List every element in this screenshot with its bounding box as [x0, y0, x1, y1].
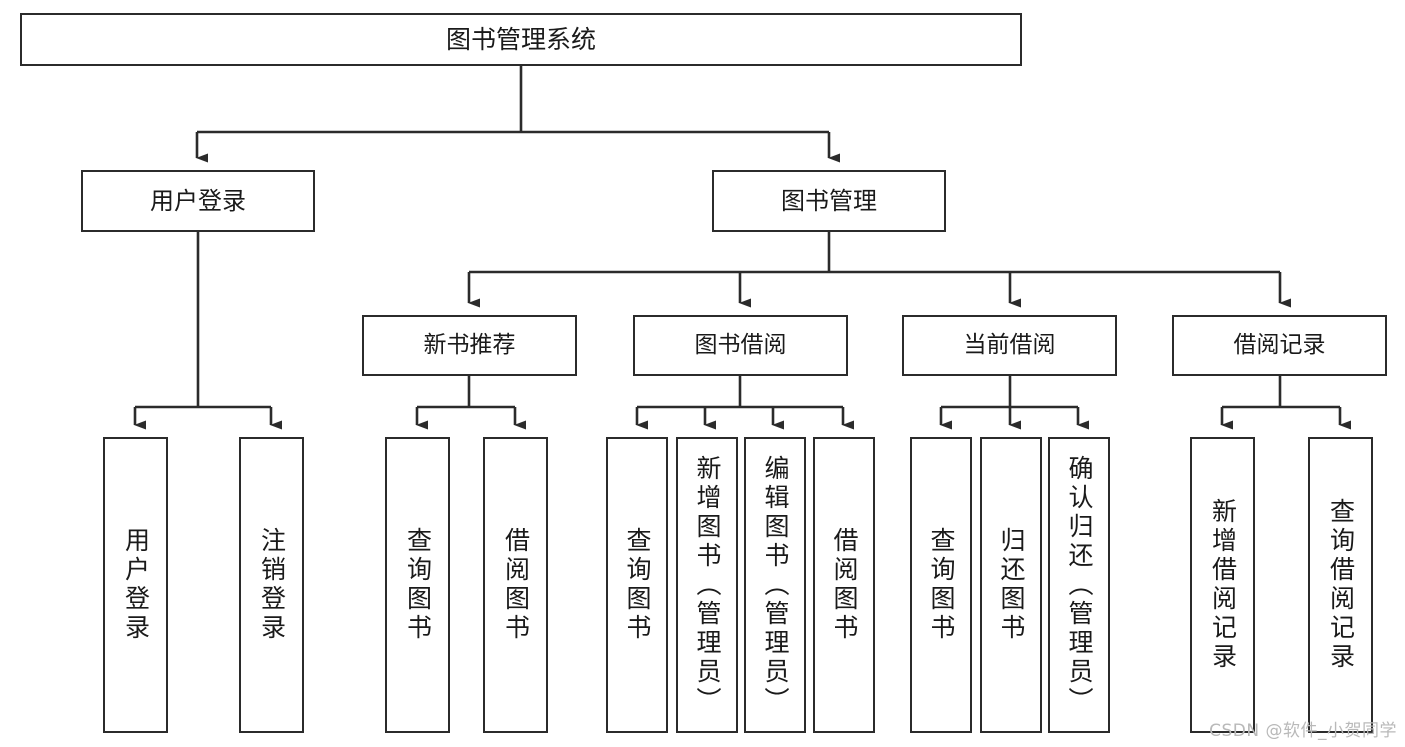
node-label: 图书管理系统 [445, 24, 596, 54]
leaf-borrow-borrow-book[interactable]: 借阅图书 [813, 437, 875, 733]
node-current-borrow[interactable]: 当前借阅 [902, 315, 1117, 376]
node-label: 图书管理 [781, 186, 877, 215]
node-label: 用户登录 [150, 186, 246, 215]
node-label: 当前借阅 [963, 331, 1056, 358]
node-new-book-recommend[interactable]: 新书推荐 [362, 315, 577, 376]
leaf-recommend-borrow-book[interactable]: 借阅图书 [483, 437, 548, 733]
node-label: 借阅记录 [1233, 331, 1326, 358]
node-book-borrow[interactable]: 图书借阅 [633, 315, 848, 376]
node-label: 查询图书 [927, 527, 956, 643]
leaf-user-login-login[interactable]: 用户登录 [103, 437, 168, 733]
leaf-user-login-logout[interactable]: 注销登录 [239, 437, 304, 733]
node-label: 借阅图书 [501, 527, 531, 643]
node-label: 查询图书 [623, 527, 652, 643]
leaf-record-add-record[interactable]: 新增借阅记录 [1190, 437, 1255, 733]
node-root-book-management-system[interactable]: 图书管理系统 [20, 13, 1022, 66]
node-book-management[interactable]: 图书管理 [712, 170, 946, 232]
node-label: 图书借阅 [694, 331, 787, 358]
leaf-current-confirm-return-admin[interactable]: 确认归还（管理员） [1048, 437, 1110, 733]
node-label: 编辑图书（管理员） [761, 454, 790, 716]
leaf-current-return-book[interactable]: 归还图书 [980, 437, 1042, 733]
leaf-borrow-query-book[interactable]: 查询图书 [606, 437, 668, 733]
node-borrow-record[interactable]: 借阅记录 [1172, 315, 1387, 376]
node-label: 新增借阅记录 [1208, 498, 1238, 672]
node-label: 确认归还（管理员） [1065, 454, 1094, 716]
leaf-borrow-edit-book-admin[interactable]: 编辑图书（管理员） [744, 437, 806, 733]
leaf-borrow-add-book-admin[interactable]: 新增图书（管理员） [676, 437, 738, 733]
node-label: 注销登录 [257, 527, 287, 643]
leaf-record-query-record[interactable]: 查询借阅记录 [1308, 437, 1373, 733]
node-user-login[interactable]: 用户登录 [81, 170, 315, 232]
node-label: 新书推荐 [423, 331, 516, 358]
node-label: 新增图书（管理员） [693, 454, 722, 716]
node-label: 用户登录 [121, 527, 151, 643]
node-label: 查询借阅记录 [1326, 498, 1356, 672]
leaf-current-query-book[interactable]: 查询图书 [910, 437, 972, 733]
node-label: 借阅图书 [830, 527, 859, 643]
node-label: 归还图书 [997, 527, 1026, 643]
node-label: 查询图书 [403, 527, 433, 643]
leaf-recommend-query-book[interactable]: 查询图书 [385, 437, 450, 733]
